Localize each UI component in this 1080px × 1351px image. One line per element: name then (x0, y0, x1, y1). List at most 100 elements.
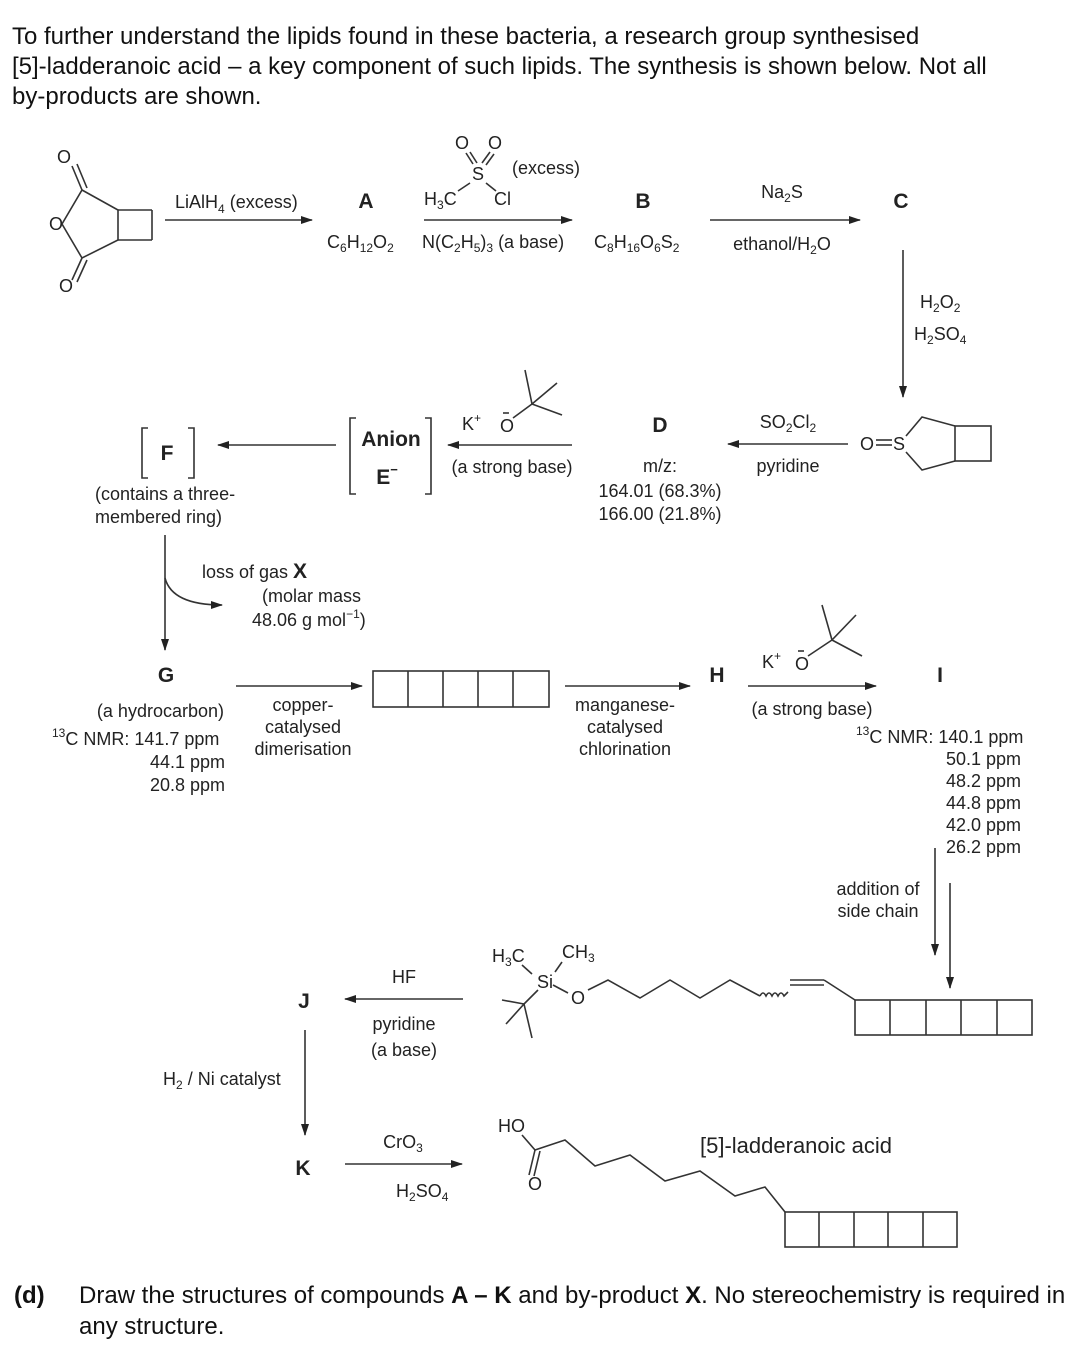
mscl-excess: (excess) (512, 158, 580, 178)
chlorination-line-2: catalysed (587, 717, 663, 737)
compound-d-ms-peak-1: 164.01 (68.3%) (598, 481, 721, 501)
anhydride-ring-o: O (49, 214, 63, 234)
question-number: (d) (14, 1282, 45, 1309)
ladderane-intermediate-structure (372, 670, 550, 708)
silyl-o: O (571, 988, 585, 1008)
intermediate-f-label: F (161, 442, 174, 465)
question-text-2: and by-product (511, 1282, 686, 1309)
mscl-o-2: O (488, 133, 502, 153)
compound-c-label: C (893, 190, 908, 213)
sulfoxide-structure: O S (860, 416, 992, 471)
compound-g-label: G (158, 664, 174, 687)
reagent-h2o2: H2O2 (920, 292, 961, 315)
dimerisation-line-1: copper- (272, 695, 333, 715)
compound-d-ms-label: m/z: (643, 456, 677, 476)
silyl-si: Si (537, 972, 553, 992)
k-plus-2: K+ (762, 649, 781, 672)
compound-j-label: J (298, 990, 310, 1013)
silyl-ether-ladderane-structure: H3C CH3 Si O (492, 942, 1033, 1039)
compound-k-label: K (295, 1157, 310, 1180)
product-name: [5]-ladderanoic acid (700, 1133, 892, 1158)
intermediate-f-bracket: F (141, 427, 195, 479)
reagent-ethanol-water: ethanol/H2O (733, 234, 831, 257)
reagent-pyridine-base: (a base) (371, 1040, 437, 1060)
intro-line-1: To further understand the lipids found i… (12, 23, 920, 50)
intro-line-2: [5]-ladderanoic acid – a key component o… (12, 53, 987, 80)
sulfoxide-s: S (893, 434, 905, 454)
compound-d-label: D (652, 414, 667, 437)
intro-line-3: by-products are shown. (12, 83, 262, 110)
intro-paragraph: To further understand the lipids found i… (12, 22, 1072, 112)
mscl-s: S (472, 164, 484, 184)
k-plus-1: K+ (462, 411, 481, 434)
dimerisation-line-2: catalysed (265, 717, 341, 737)
compound-b-label: B (635, 190, 650, 213)
compound-g-nmr-label: 13C NMR: 141.7 ppm (52, 726, 219, 749)
reagent-na2s: Na2S (761, 182, 803, 205)
compound-i-nmr-4: 44.8 ppm (946, 793, 1021, 813)
reagent-h2so4-2: H2SO4 (396, 1181, 449, 1204)
sulfoxide-o: O (860, 434, 874, 454)
compound-i-label: I (937, 664, 943, 687)
acid-ho: HO (498, 1116, 525, 1136)
compound-i-nmr-2: 50.1 ppm (946, 749, 1021, 769)
chlorination-line-1: manganese- (575, 695, 675, 715)
reagent-cro3: CrO3 (383, 1132, 423, 1155)
reagent-strong-base-2: (a strong base) (751, 699, 872, 719)
compound-g-nmr-3: 20.8 ppm (150, 775, 225, 795)
starting-anhydride-structure: O O O (49, 147, 153, 296)
chlorination-line-3: chlorination (579, 739, 671, 759)
compound-i-nmr-label: 13C NMR: 140.1 ppm (856, 724, 1023, 747)
gas-molar-mass-line-1: (molar mass (262, 586, 361, 606)
reagent-pyridine-1: pyridine (756, 456, 819, 476)
reagent-pyridine-2: pyridine (372, 1014, 435, 1034)
f-note-line-2: membered ring) (95, 507, 222, 527)
mscl-cl: Cl (494, 189, 511, 209)
compound-d-ms-peak-2: 166.00 (21.8%) (598, 504, 721, 524)
mscl-o-1: O (455, 133, 469, 153)
question-text: Draw the structures of compounds A – K a… (79, 1280, 1069, 1342)
dimerisation-line-3: dimerisation (254, 739, 351, 759)
silyl-ch3: CH3 (562, 942, 595, 965)
mscl-h3c: H3C (424, 189, 457, 212)
gas-loss-text: loss of gas X (202, 560, 307, 583)
compound-a-formula: C6H12O2 (327, 232, 394, 255)
compound-i-nmr-3: 48.2 ppm (946, 771, 1021, 791)
potassium-tert-butoxide-structure-1: K+ O (462, 369, 563, 436)
compound-g-desc: (a hydrocarbon) (97, 701, 224, 721)
compound-h-label: H (709, 664, 724, 687)
arrow-gas-loss (164, 577, 223, 609)
side-chain-line-1: addition of (836, 879, 920, 899)
reagent-hf: HF (392, 967, 416, 987)
anion-e-label-top: Anion (361, 428, 420, 451)
reagent-strong-base-1: (a strong base) (451, 457, 572, 477)
silyl-h3c: H3C (492, 946, 525, 969)
anion-e-bracket: Anion E− (349, 417, 432, 495)
reagent-so2cl2: SO2Cl2 (760, 412, 817, 435)
reagent-h2so4-1: H2SO4 (914, 324, 967, 347)
question-bold-x: X (685, 1282, 702, 1309)
o-minus-1: O (500, 416, 514, 436)
gas-molar-mass-line-2: 48.06 g mol−1) (252, 607, 366, 630)
question-text-1: Draw the structures of compounds (79, 1282, 452, 1309)
reagent-h2-ni: H2 / Ni catalyst (163, 1069, 281, 1092)
compound-g-nmr-2: 44.1 ppm (150, 752, 225, 772)
compound-a-label: A (358, 190, 373, 213)
question-bold-compounds: A – K (451, 1282, 512, 1309)
reagent-lialh4: LiAlH4 (excess) (175, 192, 298, 216)
question-text-3: . No stereochemistry is required in any … (79, 1282, 1066, 1340)
anhydride-carbonyl-o-top: O (57, 147, 71, 167)
ladderanoic-acid-structure: HO O (498, 1116, 958, 1248)
acid-carbonyl-o: O (528, 1174, 542, 1194)
anhydride-carbonyl-o-bottom: O (59, 276, 73, 296)
reagent-triethylamine: N(C2H5)3 (a base) (422, 232, 564, 255)
compound-b-formula: C8H16O6S2 (594, 232, 680, 255)
f-note-line-1: (contains a three- (95, 484, 235, 504)
side-chain-line-2: side chain (837, 901, 918, 921)
compound-i-nmr-6: 26.2 ppm (946, 837, 1021, 857)
compound-i-nmr-5: 42.0 ppm (946, 815, 1021, 835)
mesyl-chloride-structure: S O O H3C Cl (excess) (424, 133, 580, 212)
potassium-tert-butoxide-structure-2: K+ O (762, 604, 863, 674)
o-minus-2: O (795, 654, 809, 674)
